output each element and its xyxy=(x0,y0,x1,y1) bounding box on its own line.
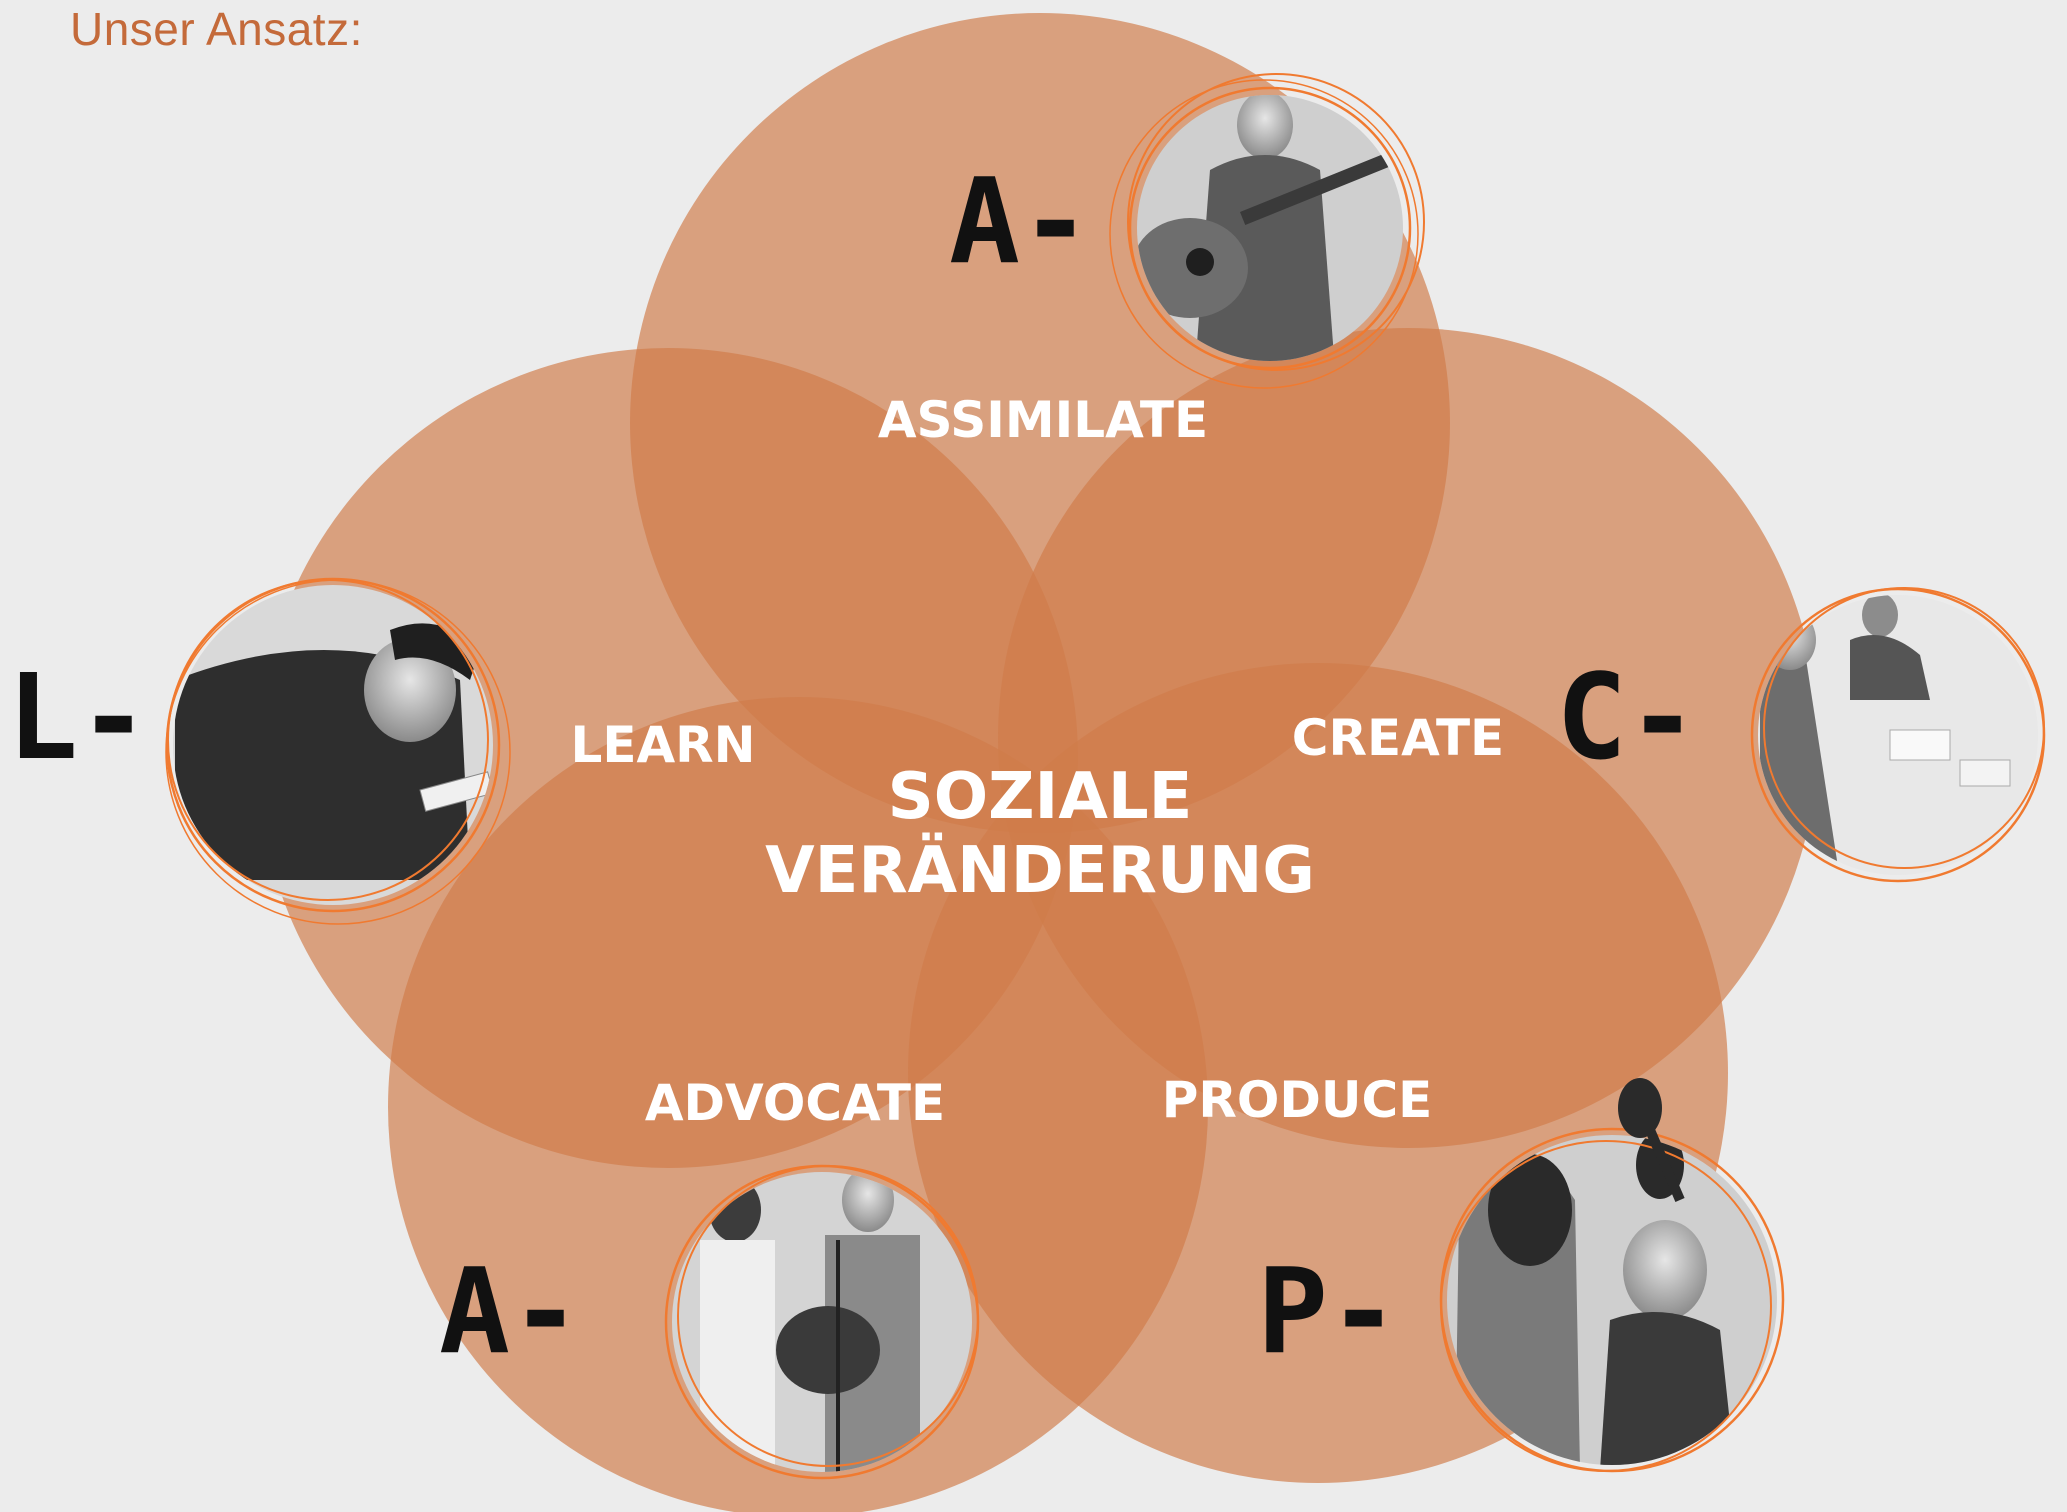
letter-c: C- xyxy=(1556,648,1698,786)
letter-a-bottom: A- xyxy=(439,1242,581,1380)
studio-recording-photo xyxy=(1439,1078,1785,1473)
center-label-line2: VERÄNDERUNG xyxy=(765,832,1315,908)
learn-label: LEARN xyxy=(570,716,755,774)
assimilate-label: ASSIMILATE xyxy=(878,391,1208,449)
produce-label: PRODUCE xyxy=(1162,1071,1433,1129)
letter-l: L- xyxy=(7,648,149,786)
man-writing-photo xyxy=(165,577,511,925)
advocate-label: ADVOCATE xyxy=(645,1074,945,1132)
page-title: Unser Ansatz: xyxy=(70,3,363,55)
letter-p: P- xyxy=(1257,1242,1399,1380)
create-label: CREATE xyxy=(1292,709,1504,767)
center-label-line1: SOZIALE xyxy=(888,760,1193,834)
duo-performing-photo xyxy=(664,1164,980,1480)
letter-a-top: A- xyxy=(949,152,1091,290)
woman-guitar-singing-photo xyxy=(1109,73,1425,389)
